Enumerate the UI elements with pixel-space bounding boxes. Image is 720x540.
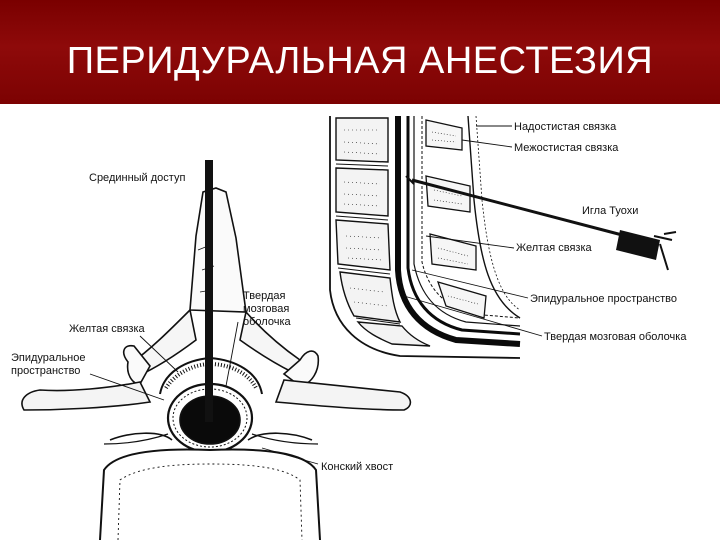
label-dura-line3: оболочка (243, 316, 291, 328)
label-cauda-equina: Конский хвост (321, 461, 393, 473)
label-interspinous: Межостистая связка (514, 142, 619, 154)
label-dura-mater: Твердая мозговая оболочка (544, 331, 687, 343)
tuohy-needle (405, 175, 677, 271)
label-median-approach: Срединный доступ (89, 172, 185, 184)
left-leader-lines (89, 321, 319, 465)
title-bar: ПЕРИДУРАЛЬНАЯ АНЕСТЕЗИЯ (0, 0, 720, 104)
label-epidural-line2: пространство (11, 365, 80, 377)
anatomy-figure: Срединный доступ Твердая мозговая оболоч… (0, 104, 720, 540)
label-yellow-ligament-left: Желтая связка (69, 323, 146, 335)
label-epidural-line1: Эпидуральное (11, 352, 86, 364)
label-tuohy-needle: Игла Туохи (582, 205, 638, 217)
label-epidural-space: Эпидуральное пространство (530, 293, 677, 305)
anatomy-svg: Срединный доступ Твердая мозговая оболоч… (11, 115, 687, 540)
sagittal-spine (329, 115, 521, 359)
label-dura-line2: мозговая (243, 303, 289, 315)
label-dura-line1: Твердая (243, 290, 285, 302)
label-yellow-ligament-right: Желтая связка (516, 242, 593, 254)
right-leader-lines (403, 125, 543, 337)
median-needle (205, 160, 213, 422)
label-supraspinous: Надостистая связка (514, 121, 617, 133)
slide-title: ПЕРИДУРАЛЬНАЯ АНЕСТЕЗИЯ (66, 40, 654, 82)
